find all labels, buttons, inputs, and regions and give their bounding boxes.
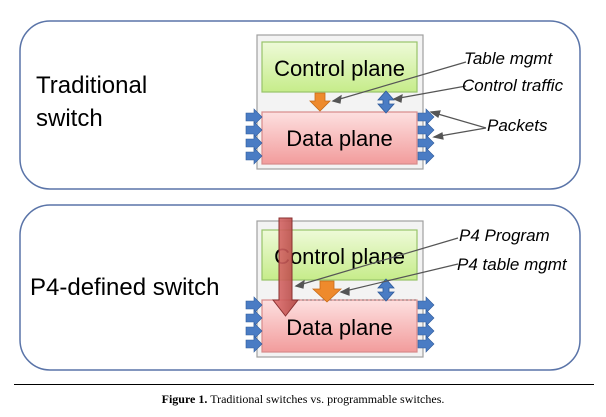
p4-switch-panel: P4-defined switch Control plane Data pla… xyxy=(19,204,581,371)
packet-arrow-icon xyxy=(245,147,263,165)
annotation-p4-table-mgmt: P4 table mgmt xyxy=(457,255,568,274)
ingress-packet-arrows xyxy=(245,296,263,353)
control-traffic-arrow-icon xyxy=(377,278,395,302)
packet-arrow-icon xyxy=(417,134,435,152)
data-plane-label: Data plane xyxy=(286,315,392,340)
packet-arrow-icon xyxy=(245,335,263,353)
p4-program-arrow-icon xyxy=(271,217,300,317)
packet-arrow-icon xyxy=(417,147,435,165)
packet-arrow-icon xyxy=(417,108,435,126)
packet-arrow-icon xyxy=(417,335,435,353)
table-mgmt-arrow-icon xyxy=(309,92,331,112)
figure-caption: Figure 1. Traditional switches vs. progr… xyxy=(0,392,606,407)
panel-label-line-2: switch xyxy=(36,105,103,132)
control-plane-label: Control plane xyxy=(274,244,405,269)
data-plane-box xyxy=(261,111,418,165)
control-traffic-arrow-icon xyxy=(377,90,395,114)
annotation-p4-program: P4 Program xyxy=(459,226,550,245)
p4-table-mgmt-arrow-icon xyxy=(311,280,343,303)
packet-arrow-icon xyxy=(417,121,435,139)
annotation-control-traffic: Control traffic xyxy=(462,76,564,95)
packet-arrow-icon xyxy=(245,121,263,139)
packet-arrow-icon xyxy=(417,309,435,327)
ingress-packet-arrows xyxy=(245,108,263,165)
annotation-packets: Packets xyxy=(487,116,548,135)
packet-arrow-icon xyxy=(245,296,263,314)
packet-arrow-icon xyxy=(417,296,435,314)
figure-caption-text: Traditional switches vs. programmable sw… xyxy=(210,392,445,406)
packet-arrow-icon xyxy=(245,309,263,327)
annotation-table-mgmt: Table mgmt xyxy=(464,49,553,68)
control-plane-label: Control plane xyxy=(274,56,405,81)
panel-label-line-1: Traditional xyxy=(36,72,147,99)
annotation-leaders xyxy=(294,237,459,296)
caption-rule xyxy=(14,384,594,385)
panel-label-line-1: P4-defined switch xyxy=(30,274,219,301)
figure-number: Figure 1. xyxy=(161,392,208,406)
packet-arrow-icon xyxy=(245,108,263,126)
annotation-leaders xyxy=(331,61,487,140)
egress-packet-arrows xyxy=(417,108,435,165)
packet-arrow-icon xyxy=(417,322,435,340)
traditional-switch-panel: Traditional switch Control plane Data pl… xyxy=(19,20,581,190)
egress-packet-arrows xyxy=(417,296,435,353)
packet-arrow-icon xyxy=(245,134,263,152)
packet-arrow-icon xyxy=(245,322,263,340)
data-plane-label: Data plane xyxy=(286,126,392,151)
switch-comparison-diagram: Traditional switch Control plane Data pl… xyxy=(19,20,581,371)
